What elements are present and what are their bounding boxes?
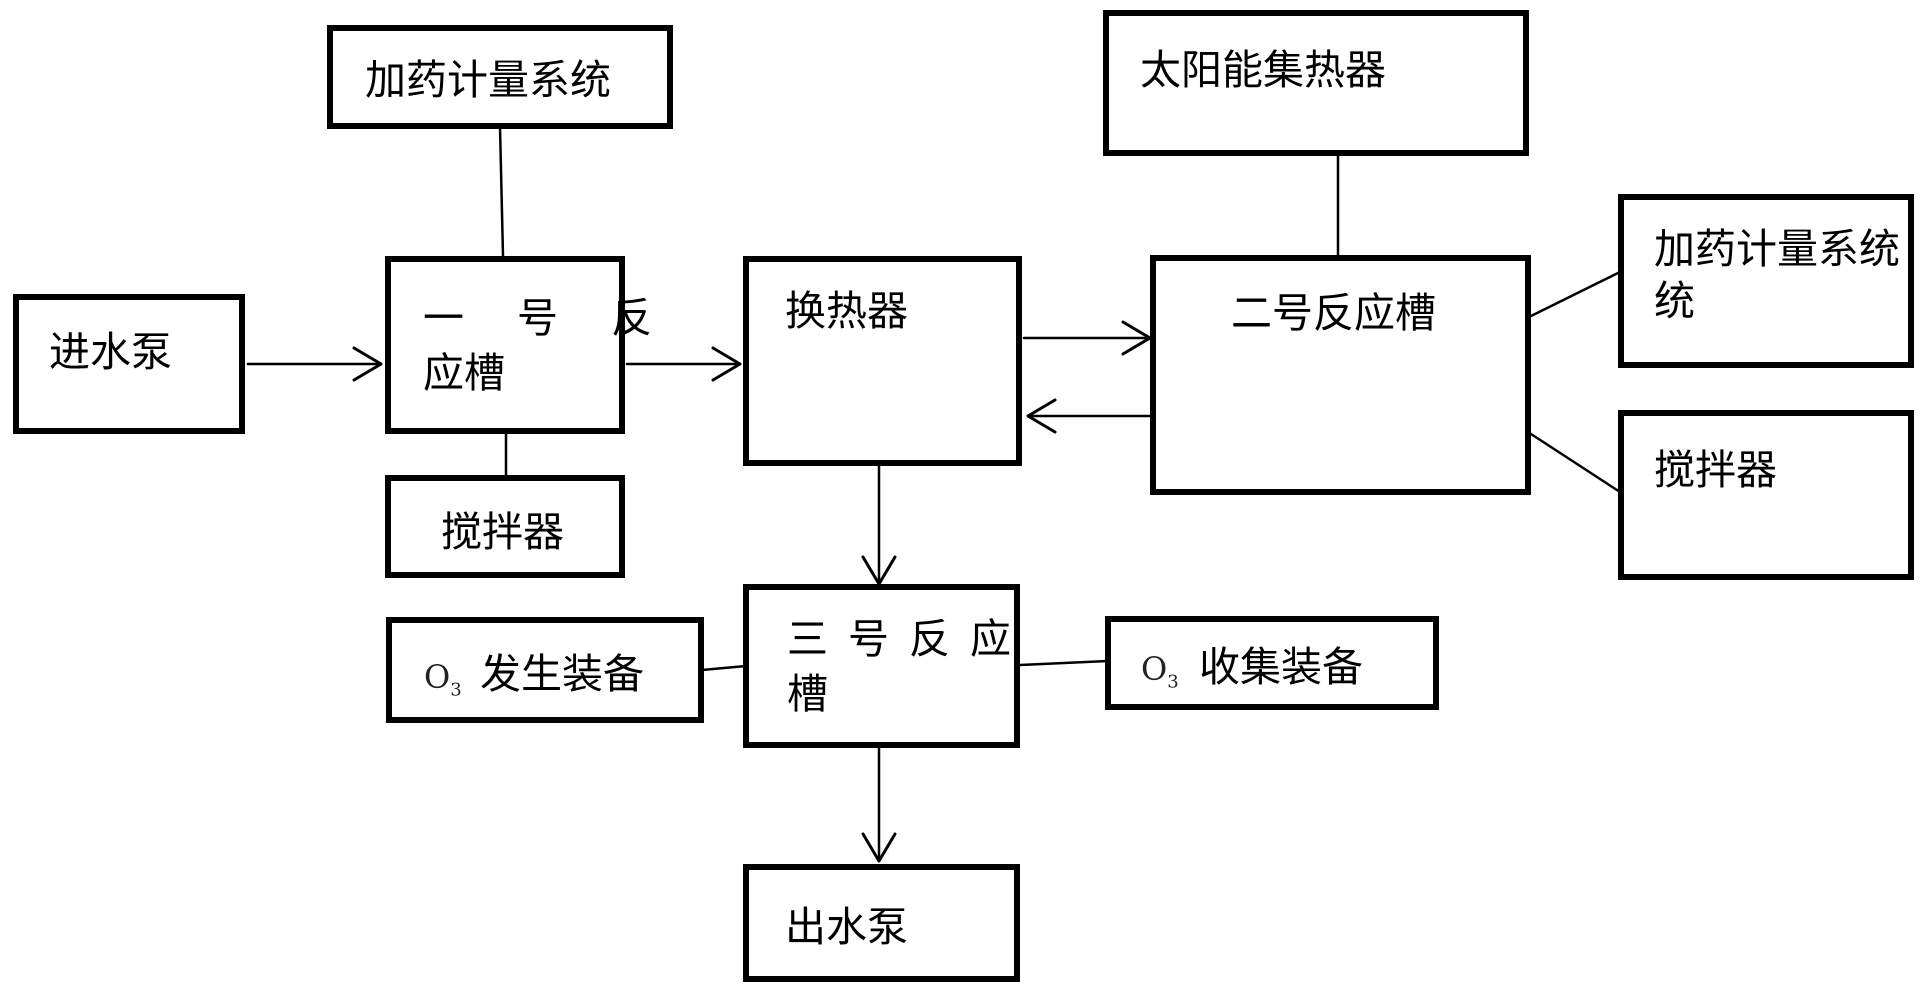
reactor-1-label-line1: 一 号 反 <box>423 294 673 342</box>
reactor-1-label-line2: 应槽 <box>423 349 505 397</box>
solar-collector-box: 太阳能集热器 <box>1103 10 1529 156</box>
connector-ozone-generator-reactor-3 <box>700 664 748 672</box>
inlet-pump-box: 进水泵 <box>13 294 245 434</box>
arrowhead-reactor-3-outlet-pump <box>861 832 897 863</box>
dosing-system-2-label-line2: 统 <box>1654 277 1695 325</box>
arrowhead-reactor-2-heat-exchanger <box>1026 398 1057 434</box>
solar-collector-label: 太阳能集热器 <box>1140 46 1386 94</box>
reactor-2-label: 二号反应槽 <box>1231 289 1436 337</box>
connector-reactor-3-ozone-collector <box>1018 659 1110 667</box>
ozone-generator-label: 发生装备 <box>480 650 644 698</box>
dosing-system-1-box: 加药计量系统 <box>327 25 673 129</box>
ozone-collector-box: O3 收集装备 <box>1105 616 1439 710</box>
arrowhead-inlet-pump-reactor-1 <box>352 346 383 382</box>
reactor-3-box: 三号反应 槽 <box>743 584 1020 748</box>
stirrer-2-box: 搅拌器 <box>1618 410 1914 580</box>
dosing-system-2-label-line1: 加药计量系统 <box>1654 225 1900 273</box>
connector-reactor-2-stirrer-2 <box>1529 432 1622 494</box>
reactor-3-label-line2: 槽 <box>787 670 828 718</box>
reactor-3-label-line1: 三号反应 <box>787 615 1031 663</box>
heat-exchanger-label: 换热器 <box>785 287 908 335</box>
connector-dosing-1-reactor-1 <box>498 125 505 258</box>
dosing-system-2-box: 加药计量系统 统 <box>1618 194 1914 368</box>
reactor-1-box: 一 号 反 应槽 <box>385 256 652 434</box>
stirrer-1-box: 搅拌器 <box>385 475 625 578</box>
heat-exchanger-box: 换热器 <box>743 256 1022 466</box>
arrowhead-reactor-1-heat-exchanger <box>711 346 742 382</box>
ozone-collector-label: 收集装备 <box>1199 643 1363 691</box>
stirrer-2-label: 搅拌器 <box>1654 446 1777 494</box>
connector-reactor-2-dosing-2 <box>1529 270 1622 318</box>
ozone-generator-formula: O3 <box>424 658 462 701</box>
reactor-2-box: 二号反应槽 <box>1150 255 1531 495</box>
outlet-pump-box: 出水泵 <box>743 864 1020 982</box>
stirrer-1-label: 搅拌器 <box>441 508 564 556</box>
ozone-generator-box: O3 发生装备 <box>386 617 704 723</box>
dosing-system-1-label: 加药计量系统 <box>365 56 611 104</box>
outlet-pump-label: 出水泵 <box>785 903 908 951</box>
ozone-collector-formula: O3 <box>1141 650 1179 693</box>
inlet-pump-label: 进水泵 <box>49 328 172 376</box>
